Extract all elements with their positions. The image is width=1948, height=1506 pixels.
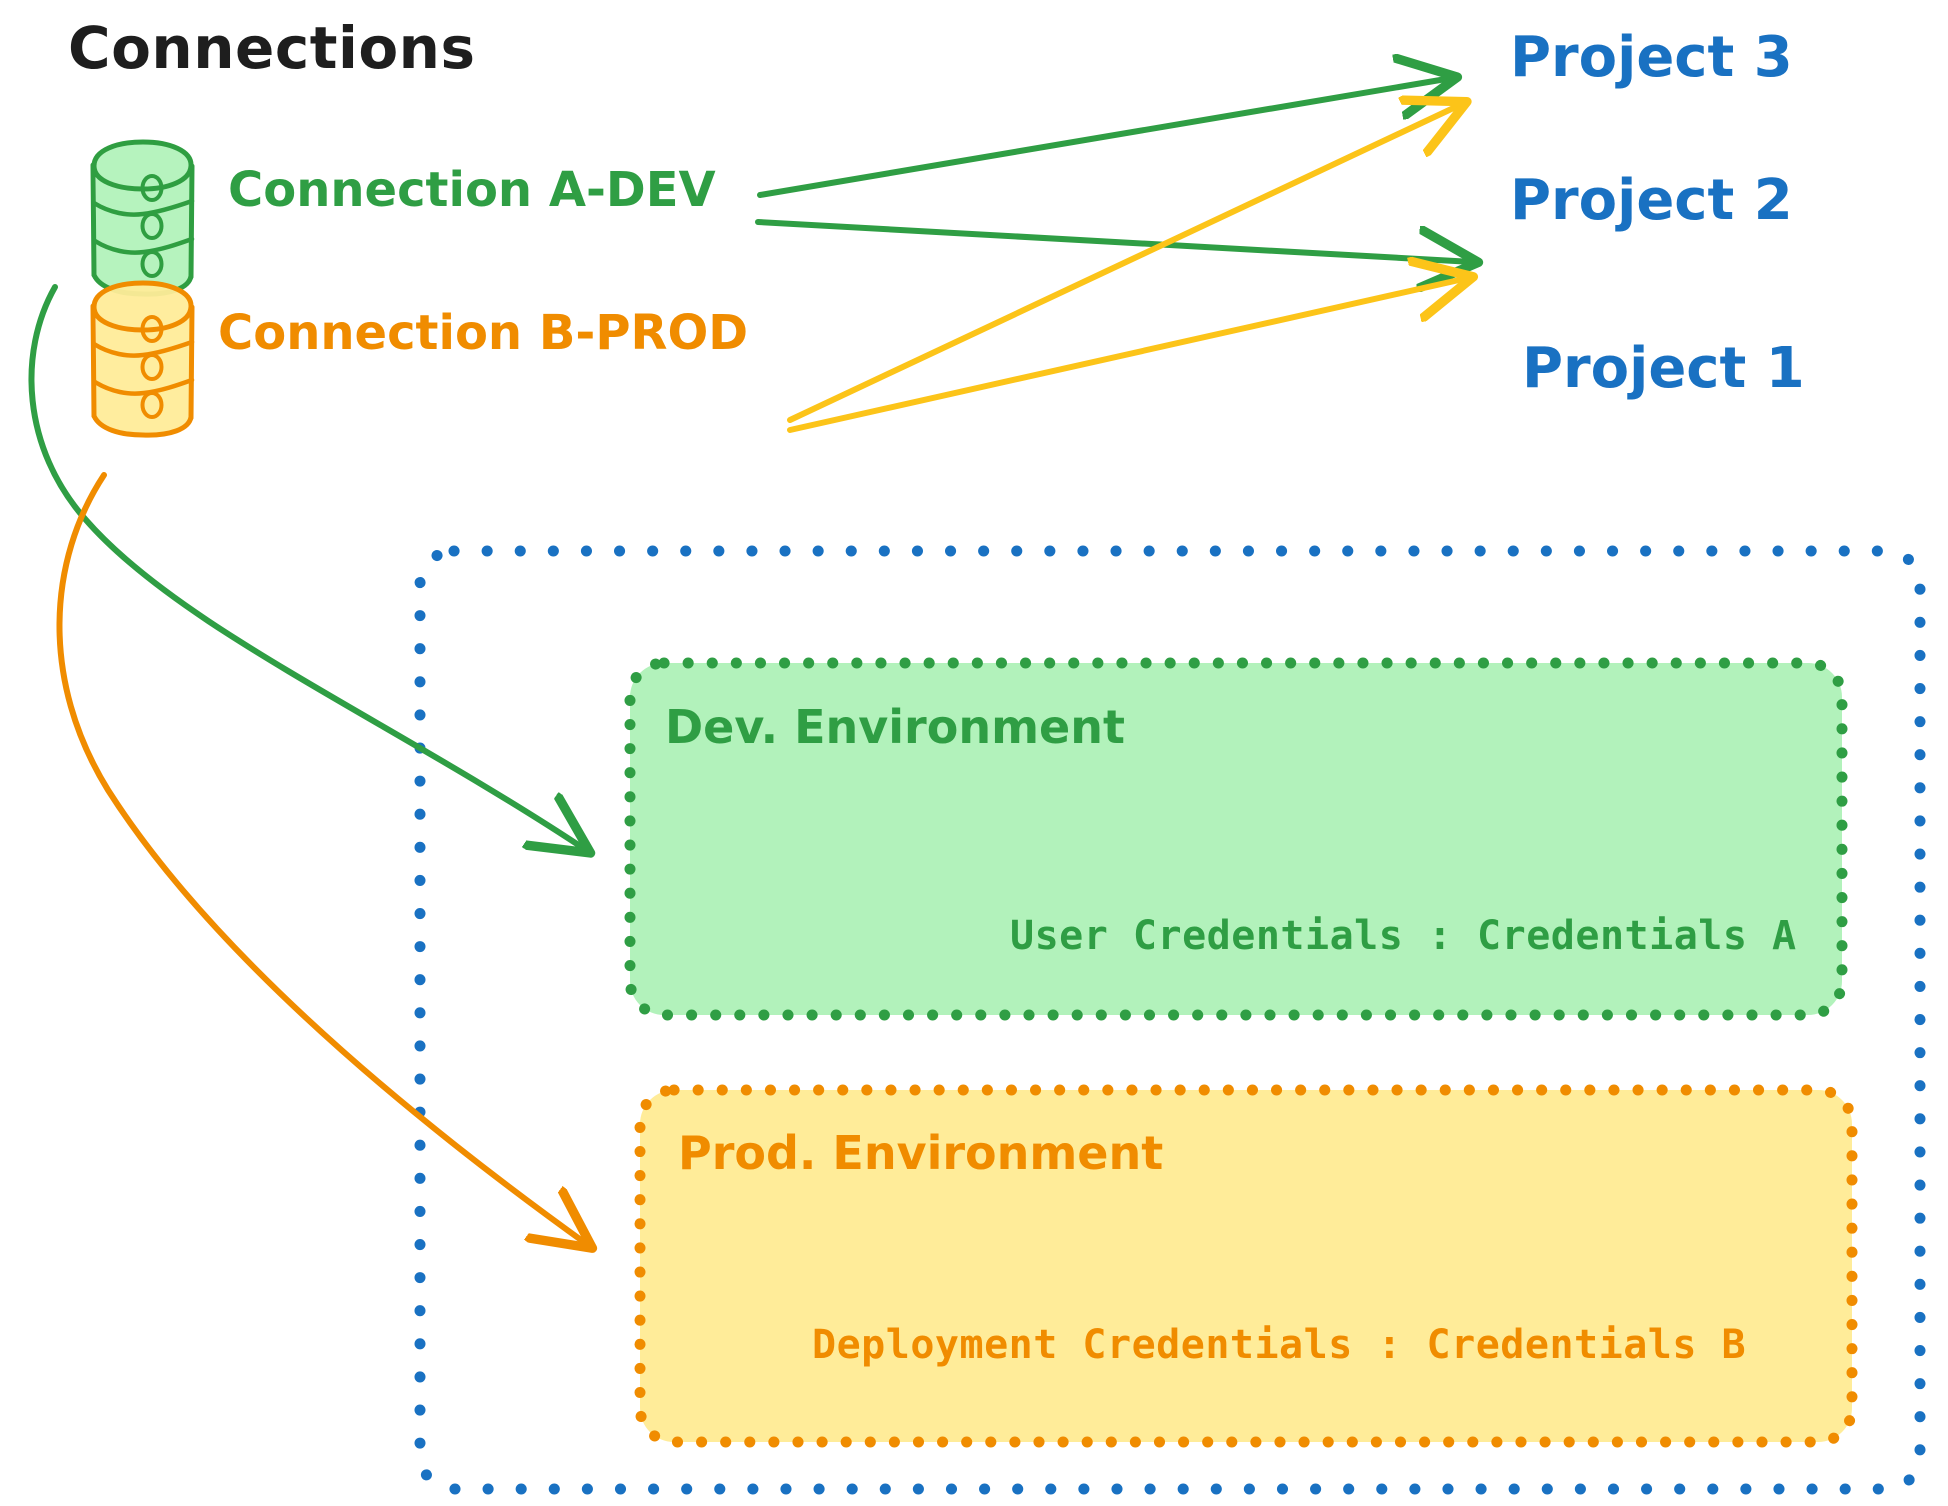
database-icon-connection-a-dev[interactable] — [90, 139, 195, 297]
project-3-label[interactable]: Project 3 — [1510, 25, 1793, 90]
edge-b-prod-to-prod-environment — [56, 472, 588, 1245]
edge-a-dev-to-dev-environment — [28, 284, 586, 850]
project-1-label[interactable]: Project 1 — [1522, 336, 1805, 401]
database-icon-connection-b-prod[interactable] — [90, 280, 195, 438]
connection-a-dev-label[interactable]: Connection A-DEV — [228, 162, 716, 218]
prod-environment-title: Prod. Environment — [678, 1126, 1164, 1180]
prod-environment-box[interactable] — [634, 1084, 1858, 1448]
edge-b-prod-to-project-3 — [787, 104, 1462, 423]
dev-environment-credentials: User Credentials : Credentials A — [1010, 913, 1797, 959]
page-title: Connections — [68, 14, 476, 82]
edge-a-dev-to-project-2 — [755, 219, 1473, 262]
prod-environment-credentials: Deployment Credentials : Credentials B — [812, 1322, 1747, 1368]
dev-environment-title: Dev. Environment — [665, 700, 1125, 754]
edge-b-prod-to-project-2 — [787, 278, 1468, 433]
project-1-container-border — [414, 545, 1926, 1495]
dev-environment-box[interactable] — [624, 657, 1848, 1021]
project-2-label[interactable]: Project 2 — [1510, 168, 1793, 233]
edge-a-dev-to-project-3 — [757, 78, 1452, 198]
connection-b-prod-label[interactable]: Connection B-PROD — [218, 305, 749, 361]
